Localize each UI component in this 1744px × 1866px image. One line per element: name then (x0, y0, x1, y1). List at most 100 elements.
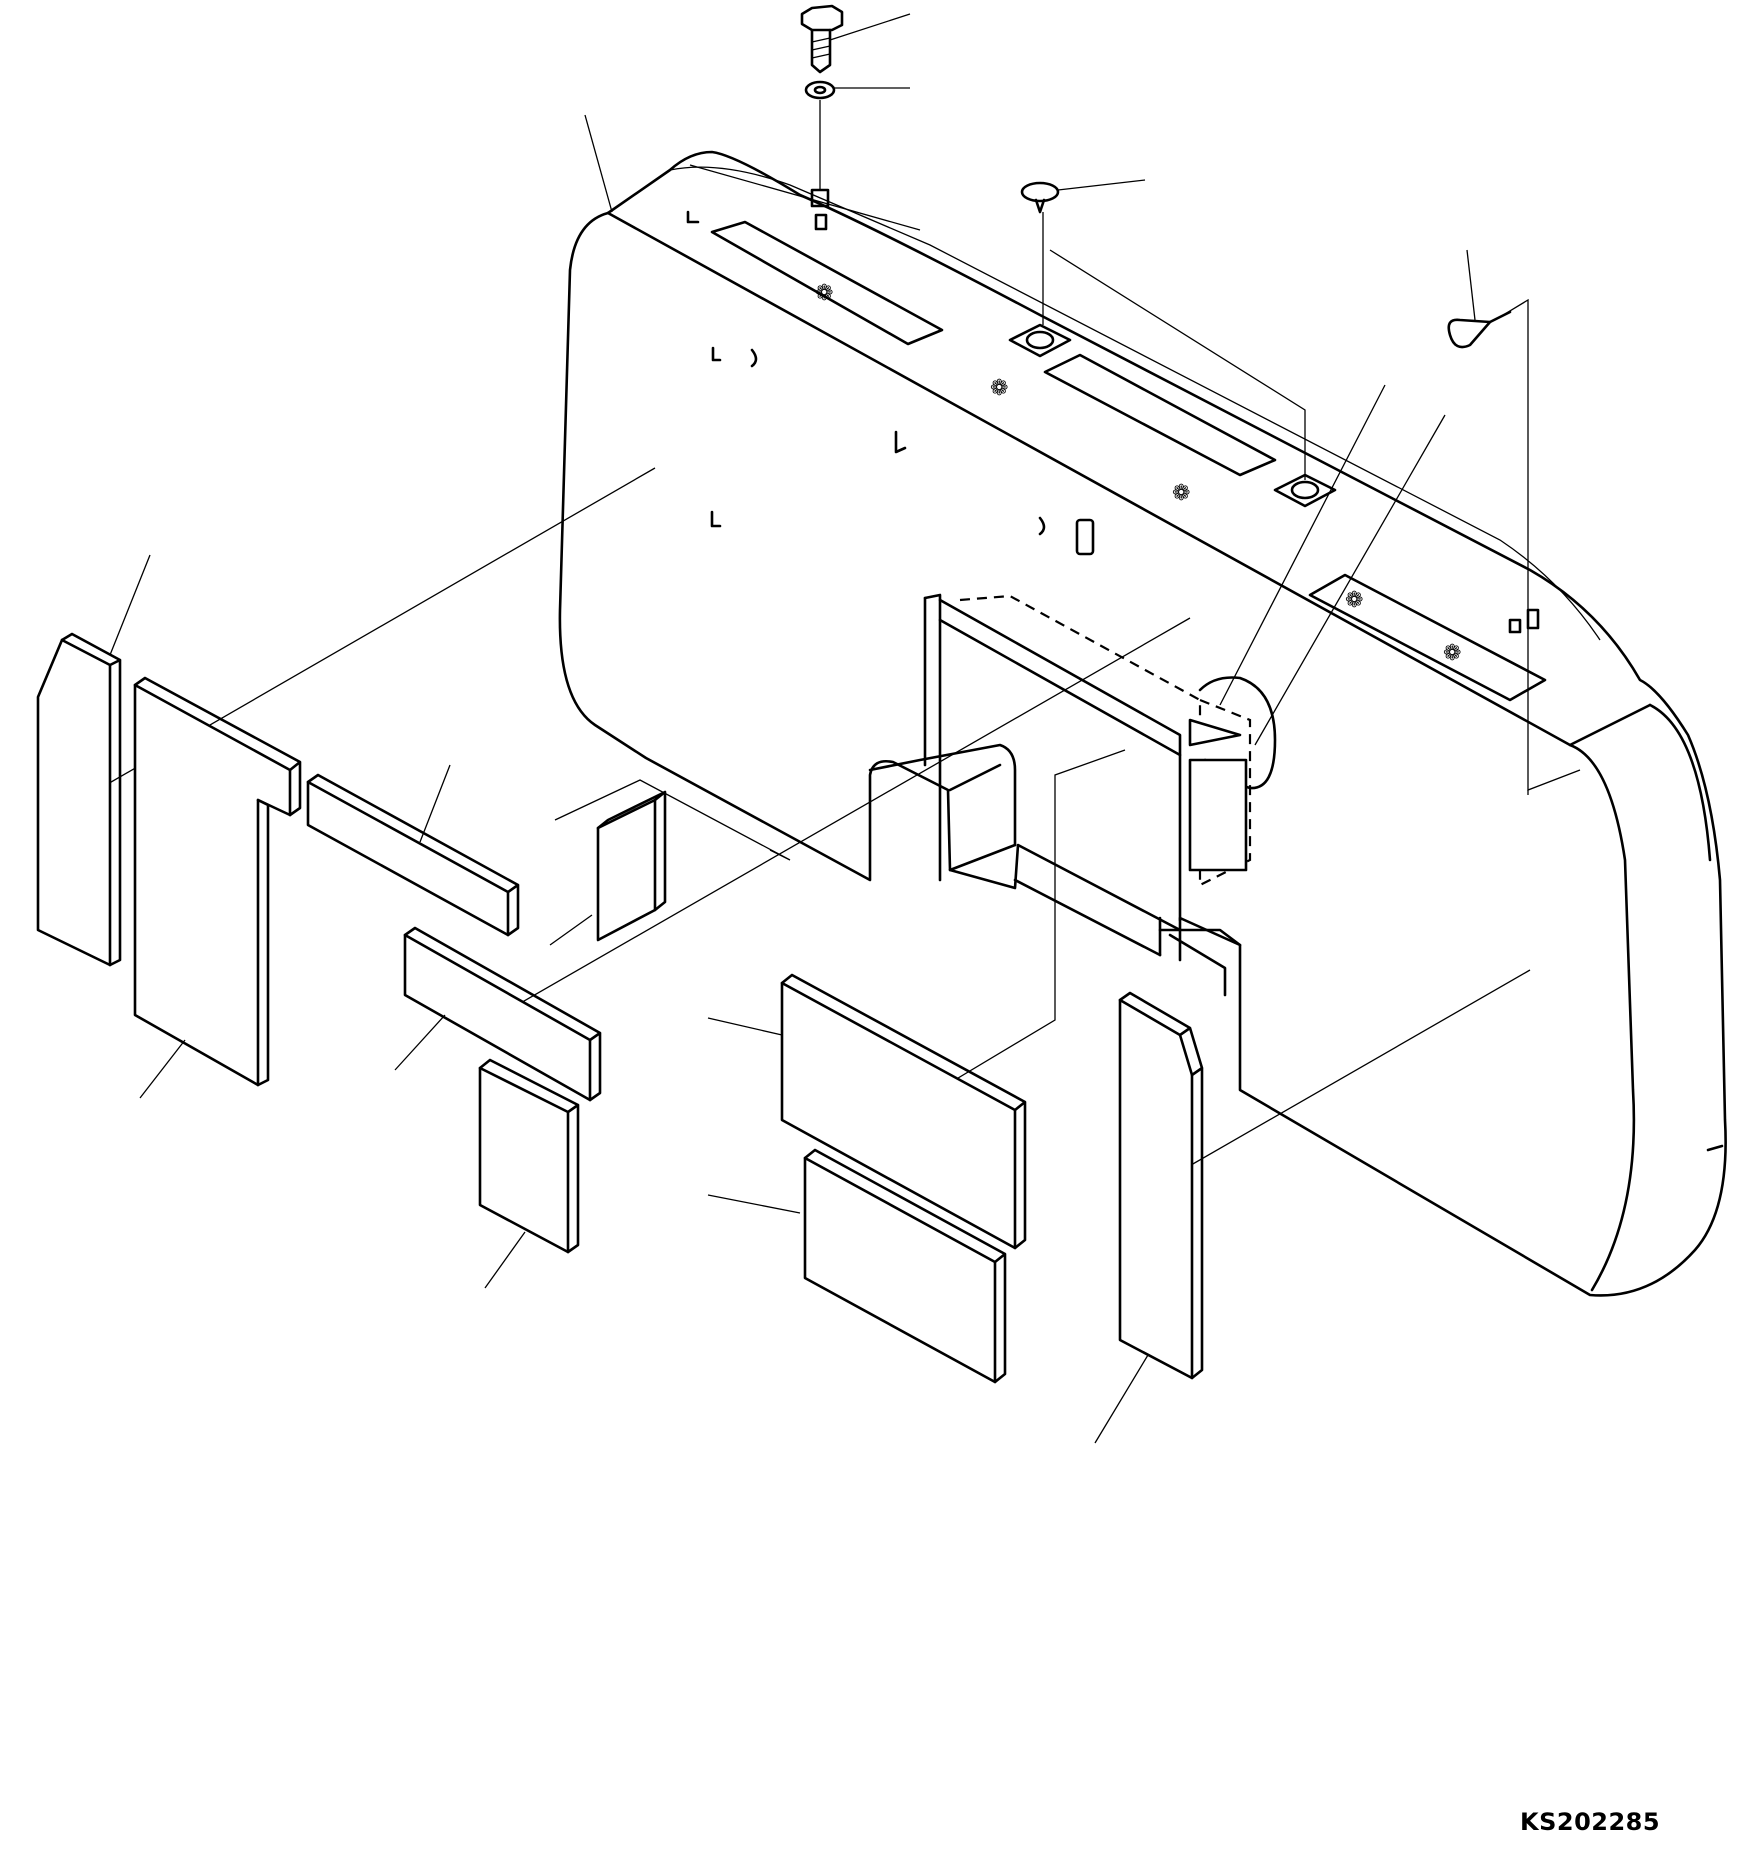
body-tick-mark (1706, 1144, 1724, 1152)
leader-pad-right (1164, 969, 1531, 1181)
plug-leader (1057, 179, 1146, 191)
pad-8-edge (803, 1148, 1007, 1384)
square-hole-1-circle (1025, 330, 1055, 350)
bolt-leader (829, 13, 911, 41)
pad-9-leader (1094, 1354, 1149, 1444)
boss-1 (810, 188, 830, 208)
pad-1-leader (109, 554, 151, 656)
marking-gear-4: ❁ (1345, 588, 1363, 613)
body-leaders (79, 114, 1531, 1181)
pad-2 (133, 676, 302, 1099)
square-hole-2-circle (1290, 480, 1320, 500)
pad-6-face (478, 1066, 570, 1254)
clip-icon (1447, 318, 1492, 349)
marking-hook-2 (711, 346, 722, 362)
leader-pad-center (907, 749, 1126, 1109)
pad-3-leader (419, 764, 451, 843)
channel-right-wall (1158, 753, 1182, 957)
square-hole-1 (1008, 323, 1072, 358)
plug (1020, 179, 1306, 480)
center-channel (868, 593, 1277, 997)
pad-6-edge (478, 1058, 580, 1254)
plug-icon (1020, 181, 1060, 203)
marking-bolt-1 (814, 213, 828, 231)
bolt-shank (810, 28, 832, 74)
pad-8 (707, 1148, 1007, 1384)
leader-detail-1 (1219, 384, 1386, 706)
leader-pad-mid (504, 617, 1191, 1013)
bolt-threads (811, 37, 831, 59)
insulation-pads (36, 554, 1204, 1444)
pad-3-face (306, 780, 510, 937)
pad-5-face (403, 933, 592, 1102)
marking-rect (1075, 518, 1095, 556)
pad-6-leader (484, 1231, 526, 1289)
wedge-clip (1188, 718, 1242, 747)
clip-guide-1 (1494, 298, 1581, 791)
washer-icon (804, 80, 836, 100)
pad-6 (478, 1058, 580, 1289)
right-end-edge (1568, 743, 1636, 1292)
guide-rectangle (554, 779, 791, 861)
marking-bolt-3 (1526, 608, 1540, 630)
counterweight-body: ❁ ❁ ❁ ❁ ❁ (554, 150, 1727, 1297)
pad-5 (394, 926, 602, 1102)
pad-5-edge (403, 926, 602, 1102)
clip (1447, 249, 1581, 795)
pad-7-edge (780, 973, 1027, 1250)
pad-3-edge (306, 773, 520, 937)
marking-hook-5 (710, 510, 722, 528)
top-ridge-2 (689, 164, 921, 231)
leader-pad-small (549, 914, 593, 946)
plug-stem (1034, 198, 1046, 214)
top-surface-edge (606, 211, 1652, 747)
top-slot-1 (710, 220, 944, 346)
drawing-code-label: KS202285 (1520, 1808, 1661, 1836)
clip-leader (1466, 249, 1476, 321)
pad-2-leader (139, 1039, 186, 1099)
leader-detail-2 (1254, 414, 1446, 746)
marking-gear-5: ❁ (1443, 641, 1461, 666)
pad-3 (306, 764, 520, 937)
washer-hole (813, 85, 827, 95)
pad-icon (36, 638, 112, 967)
top-slot-3 (1308, 573, 1547, 702)
pad-1-edge (60, 632, 122, 967)
marking-gear-1: ❁ (815, 281, 833, 306)
marking-hook-1 (686, 210, 700, 224)
pad-8-leader (707, 1194, 801, 1214)
channel-inner-step (868, 743, 1017, 847)
channel-base (1013, 878, 1162, 957)
channel-back-wall (923, 593, 942, 882)
plug-guide (1049, 249, 1306, 480)
right-end-inner-curve (1648, 703, 1712, 862)
pad-9-face (1118, 998, 1194, 1380)
washer (804, 80, 910, 208)
pad-7 (707, 973, 1027, 1250)
pad-5-leader (394, 1014, 446, 1071)
pad-9 (1094, 991, 1204, 1444)
channel-lower-step (1168, 928, 1227, 997)
channel-floor (948, 763, 1017, 872)
clip-plate (1188, 758, 1248, 872)
marking-gear-3: ❁ (1172, 481, 1190, 506)
pad-7-leader (707, 1017, 783, 1036)
top-ridge (669, 166, 1601, 641)
marking-bolt-2 (1508, 618, 1522, 634)
marking-hook-6 (1038, 516, 1046, 536)
bolt-icon (800, 4, 844, 32)
pad-2-edge (133, 676, 302, 1087)
hidden-line-1 (959, 594, 1202, 730)
bolt (800, 4, 911, 74)
square-hole-2 (1273, 473, 1337, 508)
channel-top-rail (938, 598, 1182, 757)
pad-1 (36, 554, 151, 967)
marking-hook-3 (750, 348, 758, 368)
top-slot-2 (1043, 353, 1277, 477)
marking-hook-4 (894, 430, 907, 454)
pad-9-edge (1118, 991, 1204, 1380)
leader-body-top (584, 114, 613, 213)
body-markings: ❁ ❁ ❁ ❁ ❁ (686, 210, 1540, 666)
pad-4-edge (596, 790, 667, 912)
